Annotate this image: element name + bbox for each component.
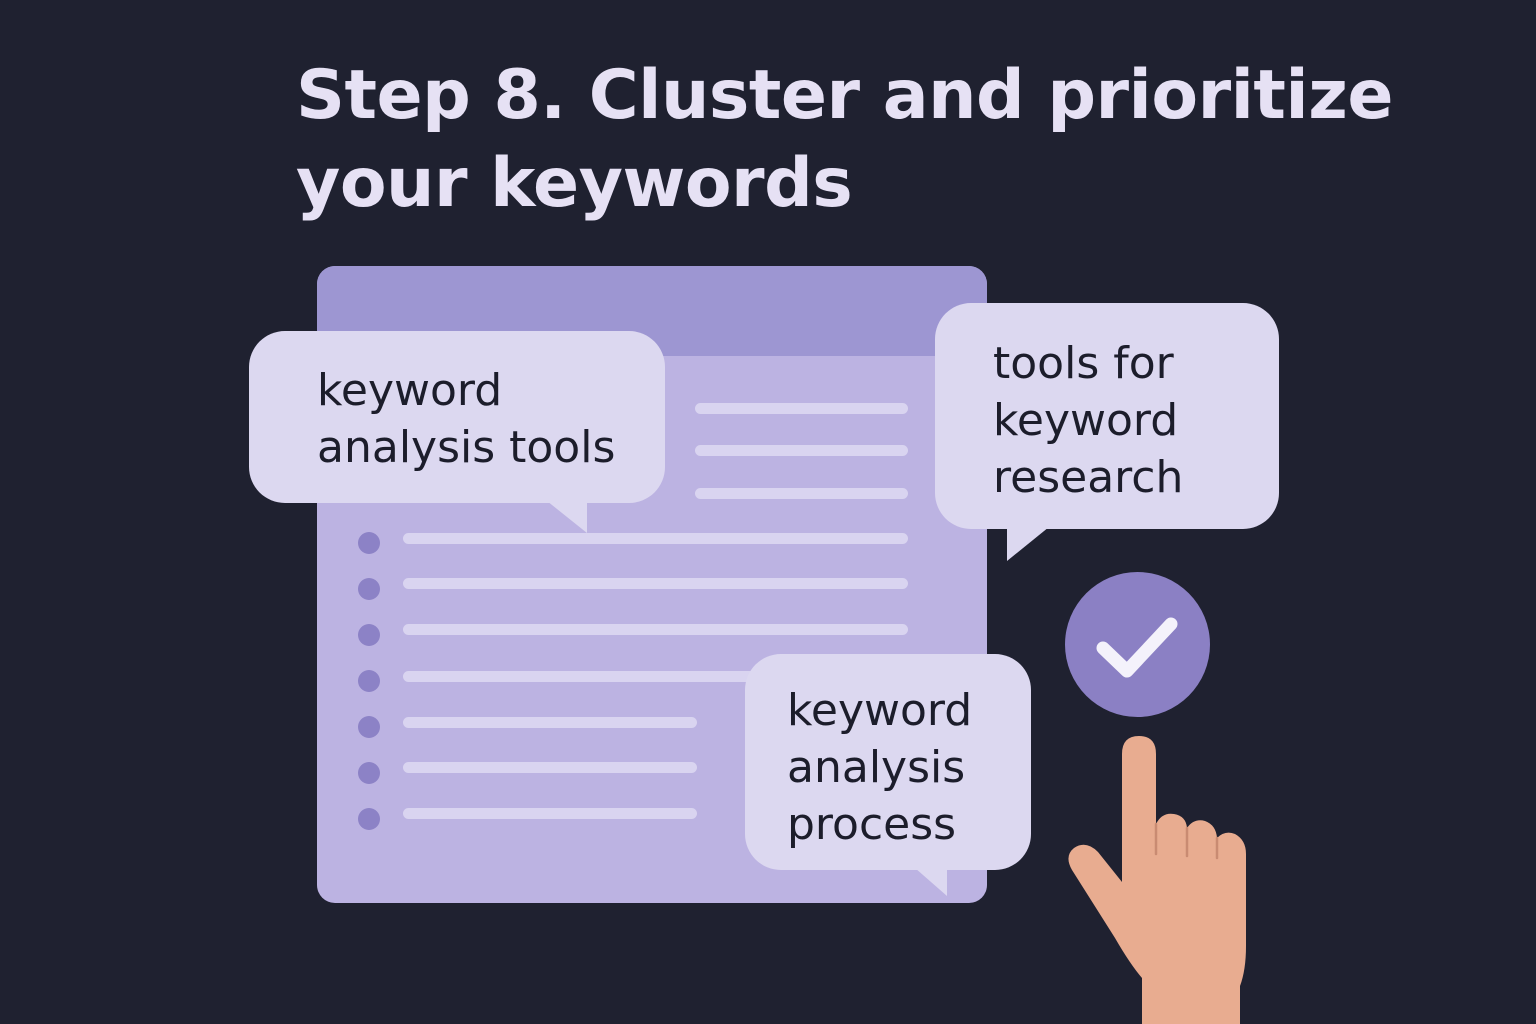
list-bullet [358, 532, 380, 554]
bubble-text-line: research [993, 452, 1184, 503]
list-line [403, 671, 763, 682]
list-bullet [358, 808, 380, 830]
list-bullet [358, 578, 380, 600]
list-line [695, 488, 908, 499]
page-title-line-2: your keywords [296, 144, 853, 223]
checkmark-icon [1096, 617, 1178, 678]
list-bullet [358, 624, 380, 646]
page-title: Step 8. Cluster and prioritize your keyw… [296, 52, 1436, 228]
bubble-text-line: keyword [317, 365, 503, 416]
list-line [403, 808, 697, 819]
pointing-hand-icon [1060, 732, 1260, 1024]
bubble-text-line: process [787, 799, 957, 850]
bubble-text-line: analysis tools [317, 422, 616, 473]
page-title-line-1: Step 8. Cluster and prioritize [296, 56, 1393, 135]
bubble-text-line: keyword [993, 395, 1179, 446]
list-bullet [358, 670, 380, 692]
speech-tail [547, 501, 587, 533]
keyword-bubble-analysis-process: keyword analysis process [745, 654, 1031, 896]
list-line [403, 578, 908, 589]
keyword-bubble-research-tools: tools for keyword research [935, 303, 1279, 561]
list-bullet [358, 762, 380, 784]
list-line [403, 717, 697, 728]
check-circle-icon[interactable] [1065, 572, 1210, 717]
bubble-text-line: analysis [787, 742, 966, 793]
speech-tail [1007, 527, 1049, 561]
speech-tail [915, 868, 947, 896]
bubble-text-line: tools for [993, 338, 1174, 389]
list-line [403, 762, 697, 773]
bubble-text-line: keyword [787, 685, 973, 736]
list-line [695, 445, 908, 456]
list-line [403, 533, 908, 544]
list-bullet [358, 716, 380, 738]
list-line [403, 624, 908, 635]
list-line [695, 403, 908, 414]
keyword-bubble-analysis-tools: keyword analysis tools [249, 331, 665, 533]
